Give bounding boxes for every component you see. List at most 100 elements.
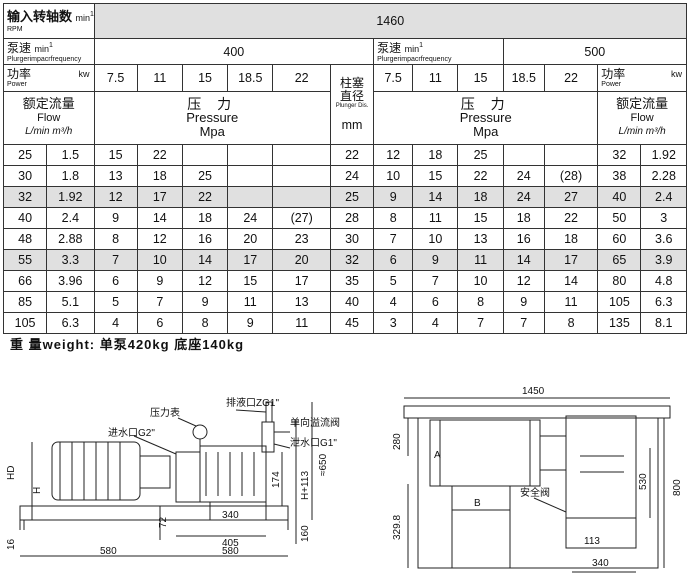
flow-lmin: 66 [2, 270, 48, 293]
plunger-sub: Plunger Dis. [335, 103, 369, 110]
dim-hd: HD [6, 466, 17, 480]
input-speed-sub: RPM [7, 25, 23, 33]
power-unit-2: kw [671, 69, 682, 80]
dim-405: 405 [222, 538, 239, 549]
flow-m3h-2: 3 [640, 207, 687, 230]
pressure-left: 7 [93, 249, 138, 272]
pressure-unit: Mpa [199, 124, 225, 140]
dim-113: 113 [584, 536, 600, 547]
pressure-left: 6 [93, 270, 138, 293]
flow-lmin: 40 [2, 207, 48, 230]
flow-lmin-2: 50 [597, 207, 642, 230]
flow-m3h-2: 6.3 [640, 291, 687, 314]
power-label-cell-2: 功率 kw Power [597, 64, 687, 93]
pressure-left: 15 [227, 270, 274, 293]
flow-units-2: L/min m³/h [618, 126, 666, 138]
pressure-right: 5 [373, 270, 414, 293]
dim-800: 800 [672, 479, 683, 496]
power-right-2: 15 [457, 64, 504, 93]
pump-speed-label-2: 泵速 [377, 41, 402, 56]
pressure-right: 22 [543, 207, 599, 230]
pressure-right: 7 [412, 270, 459, 293]
power-left-3: 18.5 [227, 64, 274, 93]
dim-530: 530 [638, 473, 649, 490]
label-outlet: 排液口ZG1" [226, 396, 279, 409]
pressure-left: 8 [93, 228, 138, 251]
pressure-right: 6 [412, 291, 459, 314]
dim-580-a: 580 [100, 546, 117, 557]
pressure-left: 18 [181, 207, 229, 230]
input-speed-unit: min [75, 13, 91, 24]
weight-line: 重 量weight: 单泵420kg 底座140kg [10, 337, 245, 352]
pressure-right: 10 [457, 270, 504, 293]
flow-lmin: 85 [2, 291, 48, 314]
pressure-right: 8 [373, 207, 414, 230]
power-sub: Power [7, 81, 27, 89]
power-label-cell: 功率 kw Power [3, 64, 95, 93]
pressure-cn-2: 压 力 [460, 96, 511, 113]
power-label-2: 功率 [601, 67, 626, 82]
plunger-unit: mm [341, 118, 363, 133]
pressure-left: 17 [227, 249, 274, 272]
pressure-right: 15 [412, 165, 459, 188]
flow-lmin: 25 [2, 144, 48, 167]
flow-sub-2: Flow [630, 112, 654, 125]
flow-lmin-2: 80 [597, 270, 642, 293]
pressure-right: 6 [373, 249, 414, 272]
pressure-left: 5 [93, 291, 138, 314]
flow-label: 额定流量 [22, 96, 75, 112]
pump-plan [565, 415, 637, 519]
pressure-right: 24 [502, 165, 545, 188]
pressure-left: 17 [136, 186, 183, 209]
flow-m3h: 2.88 [46, 228, 95, 251]
dim-h: H [32, 487, 43, 494]
power-right-0: 7.5 [373, 64, 414, 93]
dim-160: 160 [300, 525, 311, 542]
dim-16: 16 [6, 538, 17, 550]
flow-sub: Flow [37, 112, 61, 125]
pump-speed-exp: 1 [49, 42, 53, 49]
power-sub-2: Power [601, 81, 622, 89]
pressure-right: 11 [457, 249, 504, 272]
flow-lmin: 105 [2, 312, 48, 335]
flow-m3h-2: 2.4 [640, 186, 687, 209]
gearbox [175, 451, 201, 503]
label-check: 单向溢流阀 [290, 416, 340, 429]
pressure-right: 8 [457, 291, 504, 314]
power-left-0: 7.5 [93, 64, 138, 93]
pressure-right: 9 [412, 249, 459, 272]
dim-580-b: 580 [222, 546, 239, 557]
outlet-pipe [261, 421, 275, 453]
pressure-left: 9 [227, 312, 274, 335]
pressure-right: 10 [373, 165, 414, 188]
valve-plan [565, 517, 637, 549]
pressure-right: 17 [543, 249, 599, 272]
pressure-right: 13 [457, 228, 504, 251]
motor-plan [429, 419, 541, 487]
power-right-4: 22 [543, 64, 599, 93]
base-plan [417, 417, 659, 569]
pump-speed-sub: Plurgerimpacrfrequency [7, 56, 82, 64]
flow-m3h: 1.92 [46, 186, 95, 209]
flow-lmin: 30 [2, 165, 48, 188]
dim-72: 72 [158, 516, 169, 528]
pressure-left: 11 [227, 291, 274, 314]
flow-m3h: 6.3 [46, 312, 95, 335]
pressure-left [272, 144, 331, 167]
flow-lmin-2: 65 [597, 249, 642, 272]
pressure-left: 6 [136, 312, 183, 335]
pressure-left: 8 [181, 312, 229, 335]
pressure-right: 12 [373, 144, 414, 167]
flow-m3h-2: 3.9 [640, 249, 687, 272]
pump-speed-right: 500 [502, 37, 688, 66]
pressure-left: (27) [272, 207, 331, 230]
dim-340-left: 340 [222, 510, 239, 521]
power-unit: kw [78, 69, 90, 80]
plunger-dia: 24 [329, 165, 375, 188]
